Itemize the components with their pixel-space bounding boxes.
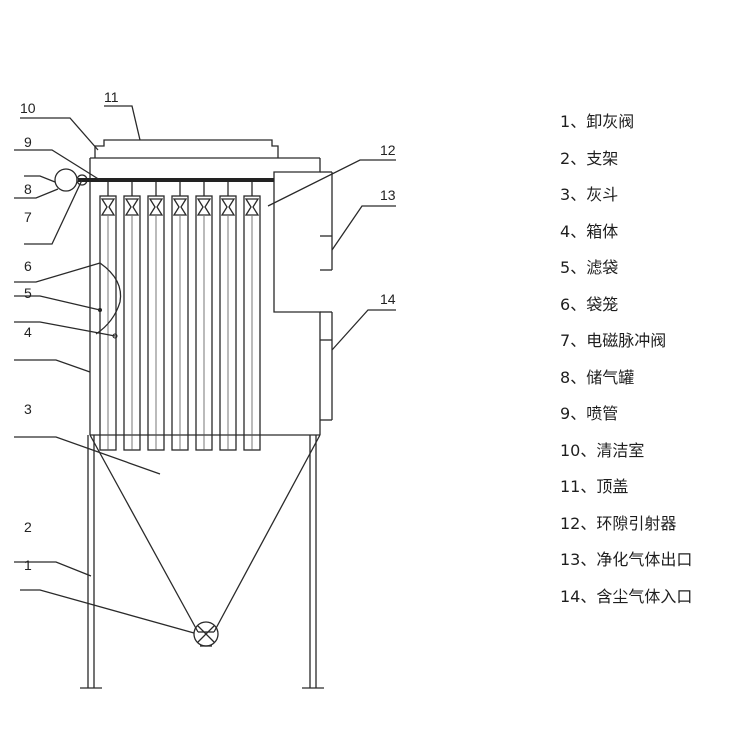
legend-item: 14、含尘气体入口 [560, 579, 692, 616]
legend-item: 8、储气罐 [560, 360, 692, 397]
legend-separator: 、 [570, 258, 587, 277]
support-frame [80, 435, 324, 689]
callout-10: 10 [20, 100, 36, 116]
callout-5: 5 [24, 285, 32, 301]
legend-number: 5 [560, 258, 571, 277]
venturi-ejector [148, 198, 164, 216]
legend-item: 6、袋笼 [560, 287, 692, 324]
legend-item: 3、灰斗 [560, 177, 692, 214]
legend-item: 12、环隙引射器 [560, 506, 692, 543]
legend-label: 清洁室 [596, 440, 645, 460]
filter-bags [99, 182, 261, 451]
legend-number: 1 [560, 112, 571, 131]
filter-bag [99, 182, 117, 451]
legend-separator: 、 [580, 513, 597, 533]
legend-separator: 、 [570, 367, 587, 387]
legend-separator: 、 [570, 294, 587, 314]
legend-label: 箱体 [586, 221, 619, 241]
box-body [89, 157, 321, 436]
venturi-ejector [244, 198, 260, 216]
clean-gas-outlet [320, 171, 333, 271]
legend-number: 9 [560, 404, 571, 423]
filter-bag [195, 182, 213, 451]
venturi-ejector [124, 198, 140, 216]
venturi-ejector [172, 198, 188, 216]
legend-item: 7、电磁脉冲阀 [560, 323, 692, 360]
top-cover [94, 139, 279, 158]
filter-bag [147, 182, 165, 451]
legend-item: 11、顶盖 [560, 469, 692, 506]
callout-11: 11 [104, 89, 119, 105]
leader-lines [14, 105, 396, 634]
legend-number: 14 [560, 586, 581, 606]
legend-item: 4、箱体 [560, 214, 692, 251]
legend-number: 7 [560, 331, 571, 350]
legend-label: 灰斗 [586, 185, 619, 204]
callout-7: 7 [24, 209, 32, 225]
legend-label: 含尘气体入口 [596, 586, 693, 606]
legend-item: 13、净化气体出口 [560, 542, 692, 579]
legend-label: 支架 [586, 148, 619, 168]
legend-number: 3 [560, 185, 571, 204]
callout-12: 12 [380, 142, 396, 158]
legend-separator: 、 [570, 221, 587, 241]
filter-bag [219, 182, 237, 451]
legend-separator: 、 [570, 112, 587, 131]
legend-label: 储气罐 [586, 367, 635, 387]
legend-label: 喷管 [586, 404, 619, 423]
legend-number: 8 [560, 367, 571, 387]
legend-separator: 、 [570, 148, 587, 168]
venturi-ejector [100, 198, 116, 216]
filter-bag [123, 182, 141, 451]
legend-number: 10 [560, 440, 581, 460]
legend-separator: 、 [580, 440, 597, 460]
callout-13: 13 [380, 187, 396, 203]
callout-9: 9 [24, 134, 32, 150]
legend-number: 12 [560, 513, 581, 533]
legend-separator: 、 [570, 185, 587, 204]
legend-item: 2、支架 [560, 141, 692, 178]
legend-item: 10、清洁室 [560, 433, 692, 470]
legend-number: 13 [560, 550, 581, 569]
dusty-gas-inlet [320, 311, 333, 421]
legend-separator: 、 [580, 550, 597, 569]
legend-item: 9、喷管 [560, 396, 692, 433]
callout-6: 6 [24, 258, 32, 274]
legend-label: 净化气体出口 [596, 550, 693, 569]
legend-number: 2 [560, 148, 571, 168]
callout-8: 8 [24, 181, 32, 197]
legend-separator: 、 [570, 331, 587, 350]
legend-number: 6 [560, 294, 571, 314]
legend-item: 1、卸灰阀 [560, 104, 692, 141]
legend-label: 袋笼 [586, 294, 619, 314]
legend-separator: 、 [580, 477, 597, 496]
callout-3: 3 [24, 401, 32, 417]
venturi-ejector [220, 198, 236, 216]
ash-discharge-valve [193, 621, 219, 647]
legend-separator: 、 [580, 586, 597, 606]
legend-number: 4 [560, 221, 571, 241]
venturi-ejector [196, 198, 212, 216]
filter-bag [171, 182, 189, 451]
legend-item: 5、滤袋 [560, 250, 692, 287]
legend-separator: 、 [570, 404, 587, 423]
callout-4: 4 [24, 324, 32, 340]
filter-bag [243, 182, 261, 451]
callout-numbers: 10 11 9 8 7 6 5 4 3 2 1 12 13 14 [20, 89, 396, 573]
legend-label: 卸灰阀 [586, 112, 635, 131]
legend-label: 顶盖 [596, 477, 629, 496]
legend-label: 环隙引射器 [596, 513, 677, 533]
callout-14: 14 [380, 291, 396, 307]
legend-label: 电磁脉冲阀 [586, 331, 667, 350]
ash-hopper [89, 434, 321, 633]
legend-number: 11 [560, 477, 581, 496]
callout-1: 1 [24, 557, 32, 573]
callout-2: 2 [24, 519, 32, 535]
legend-label: 滤袋 [586, 258, 619, 277]
